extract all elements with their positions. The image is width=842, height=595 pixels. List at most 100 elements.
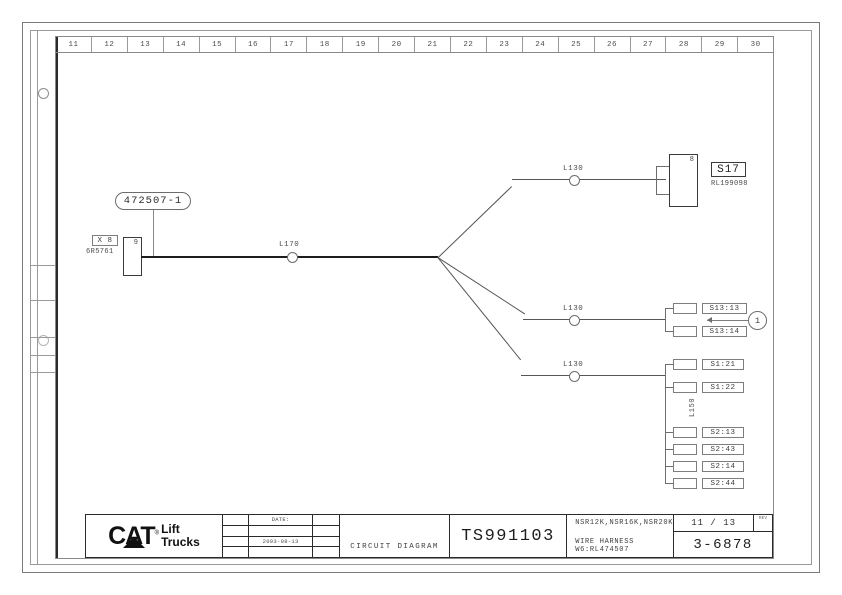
switch-s17-bracket-bottom — [656, 194, 670, 195]
terminal-s2-box-1 — [673, 427, 697, 438]
switch-s17-bracket-top — [656, 166, 670, 167]
terminal-s2-stub-3 — [665, 466, 674, 467]
punch-hole-icon — [38, 88, 49, 99]
wire-node-l170-icon — [287, 252, 298, 263]
sheet-border-middle — [30, 30, 812, 565]
punch-hole-secondary-icon — [38, 335, 49, 346]
sheet-code: 3-6878 — [693, 536, 753, 553]
reference-marker-circle: 1 — [748, 311, 767, 330]
brand-registered-icon: ® — [154, 530, 160, 537]
revision-cell-left — [223, 547, 249, 557]
terminal-s1-stub-2 — [665, 387, 674, 388]
wire-node-branch-mid-icon — [569, 315, 580, 326]
column-ruler-cell: 29 — [702, 37, 739, 52]
brand-cat-wordmark: CAT® — [108, 523, 160, 549]
column-ruler-cell: 19 — [343, 37, 380, 52]
sheet-border-inner — [37, 30, 38, 565]
margin-tick — [30, 337, 55, 338]
connector-x8-tag: X 8 — [92, 235, 118, 246]
switch-s17-pin: 8 — [689, 156, 694, 164]
terminal-s13-label-2: S13:14 — [702, 326, 747, 337]
brand-lift-trucks: Lift Trucks — [161, 523, 200, 548]
revision-table: DATE: 2003-08-13 — [222, 515, 341, 557]
margin-tick — [30, 265, 55, 266]
wire-label-branch-bot: L130 — [563, 361, 584, 369]
column-ruler-cell: 27 — [631, 37, 667, 52]
column-ruler-cell: 16 — [236, 37, 272, 52]
wire-label-l170: L170 — [279, 241, 300, 249]
terminal-s2-box-2 — [673, 444, 697, 455]
column-ruler-cell: 26 — [595, 37, 631, 52]
revision-row: DATE: — [222, 515, 340, 526]
sheet-border-outer — [22, 22, 820, 573]
terminal-s2-label-3: S2:14 — [702, 461, 744, 472]
column-ruler-cell: 13 — [128, 37, 164, 52]
switch-s17-tag: S17 — [711, 162, 746, 177]
column-ruler-cell: 24 — [523, 37, 559, 52]
brand-logo: CAT® Lift Trucks — [86, 515, 223, 557]
column-ruler-cell: 21 — [415, 37, 451, 52]
switch-s17-bracket-vertical — [656, 166, 657, 194]
column-ruler-cell: 20 — [379, 37, 416, 52]
revision-cell-left — [223, 536, 249, 547]
date-value: 2003-08-13 — [249, 536, 314, 547]
wire-branch-top-horizontal — [512, 179, 666, 180]
reference-arrow-icon — [707, 317, 712, 323]
sheet-block: 11 / 13 REV 3-6878 — [674, 515, 772, 557]
terminal-s1-box-2 — [673, 382, 697, 393]
revision-cell-right — [313, 537, 339, 547]
part-number-oval: 472507-1 — [115, 192, 191, 210]
column-ruler-cell: 28 — [666, 37, 703, 52]
margin-tick — [30, 300, 55, 301]
column-ruler-cell: 17 — [271, 37, 308, 52]
column-ruler-cell: 23 — [487, 37, 523, 52]
model-list: NSR12K,NSR16K,NSR20K — [575, 518, 674, 527]
sheet-number-row: 11 / 13 REV — [674, 515, 772, 532]
wire-label-branch-top: L130 — [563, 165, 584, 173]
column-ruler-cell: 30 — [750, 40, 761, 49]
column-ruler-cell: 15 — [200, 37, 236, 52]
brand-line2: Trucks — [161, 535, 200, 549]
terminal-s13-bus — [665, 308, 666, 331]
sheet-number: 11 / 13 — [674, 515, 754, 531]
connector-x8-body: 9 — [123, 237, 142, 276]
terminal-s13-label-1: S13:13 — [702, 303, 747, 314]
terminal-s13-box-2 — [673, 326, 697, 337]
column-ruler-cell: 18 — [307, 37, 344, 52]
revision-cell-mid — [249, 525, 314, 536]
terminal-s13-stub-1 — [665, 308, 674, 309]
margin-tick — [30, 372, 55, 373]
terminal-s2-box-3 — [673, 461, 697, 472]
wire-label-branch-mid: L130 — [563, 305, 584, 313]
terminal-bus-vertical-l150 — [665, 364, 666, 483]
terminal-s1-box-1 — [673, 359, 697, 370]
terminal-s13-stub-2 — [665, 331, 674, 332]
wire-branch-bot-horizontal — [521, 375, 666, 376]
terminal-s1-label-2: S1:22 — [702, 382, 744, 393]
wire-node-branch-bot-icon — [569, 371, 580, 382]
drawing-area-border-heavy — [56, 37, 773, 558]
terminal-s2-stub-1 — [665, 432, 674, 433]
drawing-area-border — [55, 36, 774, 559]
column-ruler-cell: 11 — [56, 37, 92, 52]
revision-cell-right — [313, 515, 339, 525]
revision-cell-right — [313, 547, 339, 557]
wire-branch-mid-horizontal — [523, 319, 666, 320]
revision-cell-left — [223, 525, 249, 536]
margin-tick — [30, 355, 55, 356]
terminal-s13-box-1 — [673, 303, 697, 314]
terminal-s2-box-4 — [673, 478, 697, 489]
revision-row: 2003-08-13 — [222, 536, 340, 548]
drawing-number: TS991103 — [450, 515, 568, 557]
wire-node-branch-top-icon — [569, 175, 580, 186]
terminal-s2-label-2: S2:43 — [702, 444, 744, 455]
date-header: DATE: — [249, 515, 314, 525]
wire-label-bus-vertical: L150 — [689, 397, 697, 417]
harness-designation: WIRE HARNESS W6:RL474507 — [575, 537, 634, 554]
column-ruler-cell: 25 — [559, 37, 595, 52]
switch-s17-part: RL199098 — [711, 180, 748, 188]
terminal-s2-stub-4 — [665, 483, 674, 484]
title-block: CAT® Lift Trucks DATE: — [85, 514, 773, 558]
